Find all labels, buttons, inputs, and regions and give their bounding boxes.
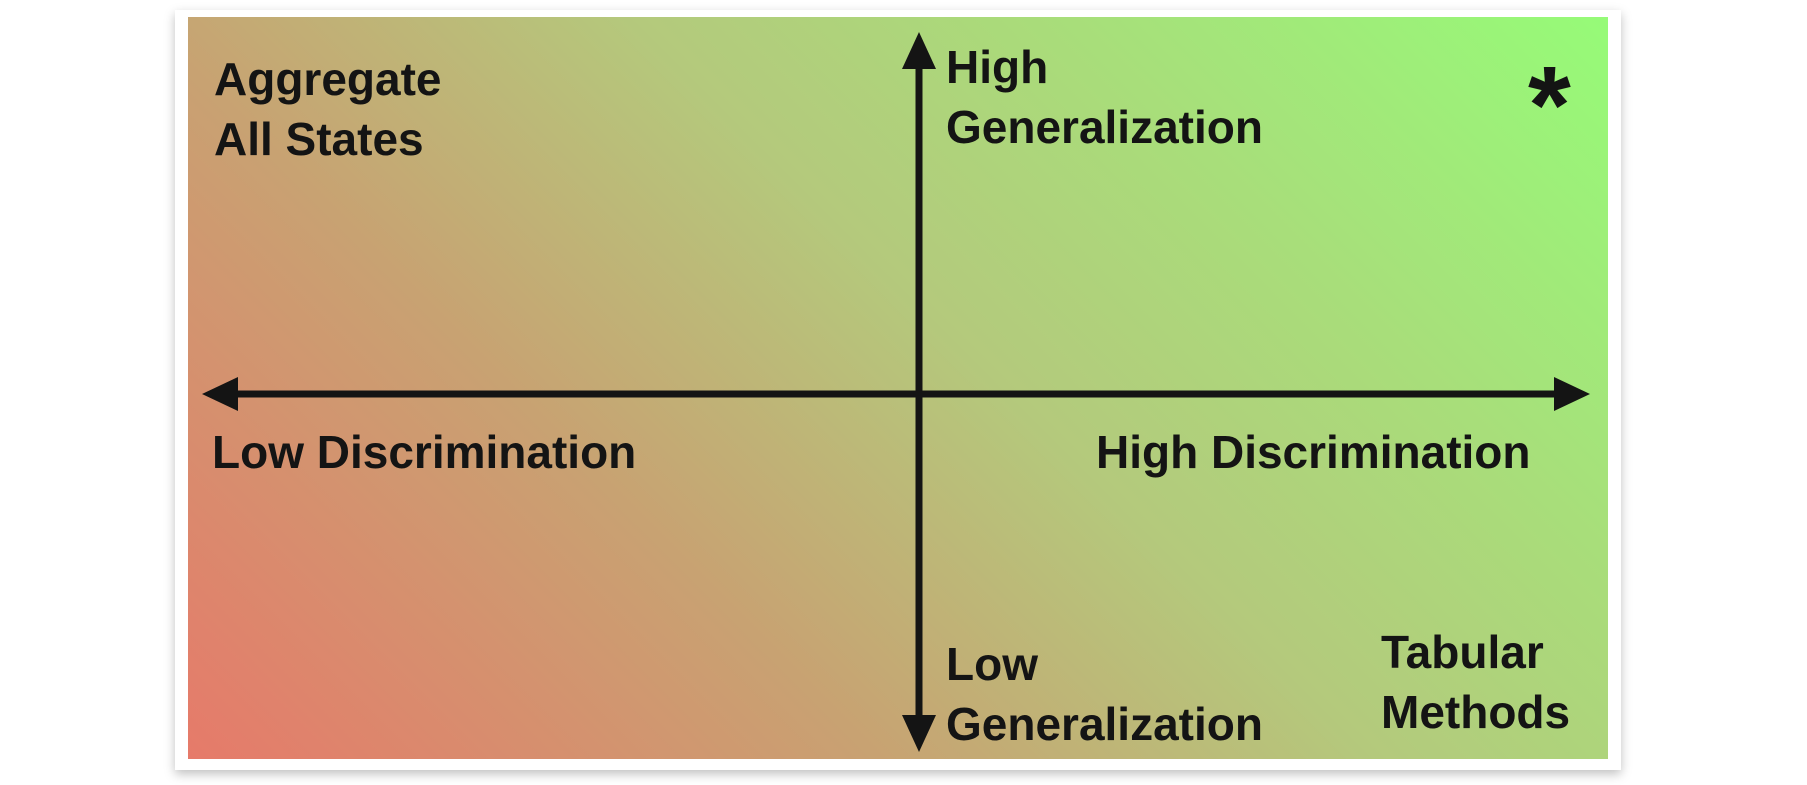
star-marker: * [1528, 44, 1571, 167]
slide-frame: Aggregate All States High Generalization… [175, 10, 1621, 770]
up-arrowhead [902, 32, 936, 69]
high-discrimination-label: High Discrimination [1096, 426, 1531, 478]
low-discrimination-label: Low Discrimination [212, 426, 637, 478]
high-generalization-label: High Generalization [946, 41, 1263, 153]
aggregate-all-states-label: Aggregate All States [214, 53, 442, 165]
axes [202, 32, 1590, 752]
tabular-methods-label: Tabular Methods [1381, 626, 1571, 738]
quadrant-diagram: Aggregate All States High Generalization… [188, 17, 1608, 759]
low-generalization-label: Low Generalization [946, 638, 1263, 750]
right-arrowhead [1554, 377, 1590, 411]
left-arrowhead [202, 377, 238, 411]
down-arrowhead [902, 715, 936, 752]
